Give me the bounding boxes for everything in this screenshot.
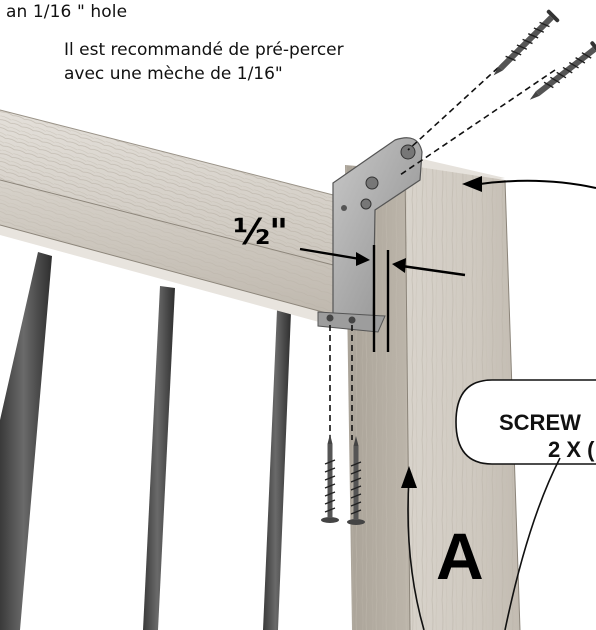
instruction-line-french-1: Il est recommandé de pré-percer [64, 40, 344, 60]
balusters [0, 252, 291, 630]
lower-screws [321, 434, 365, 525]
part-label: A [436, 519, 484, 593]
callout-line-1: SCREW [499, 410, 581, 435]
post-arrow [462, 176, 596, 192]
callout-line-2: 2 X ( [548, 437, 595, 462]
dimension-label: ½" [233, 212, 288, 253]
baluster-2 [143, 286, 175, 630]
screw-callout-bubble [401, 379, 596, 630]
instruction-line-english: an 1/16 " hole [6, 2, 128, 22]
instruction-line-french-2: avec une mèche de 1/16" [64, 64, 283, 84]
upper-screws [493, 9, 596, 100]
rail-underside [0, 225, 345, 325]
top-rail [0, 109, 346, 325]
screw-guide-lines [329, 33, 556, 440]
dimension-lines [299, 245, 466, 352]
angle-bracket [317, 137, 423, 333]
baluster-3 [263, 310, 291, 630]
baluster-1 [0, 252, 52, 630]
